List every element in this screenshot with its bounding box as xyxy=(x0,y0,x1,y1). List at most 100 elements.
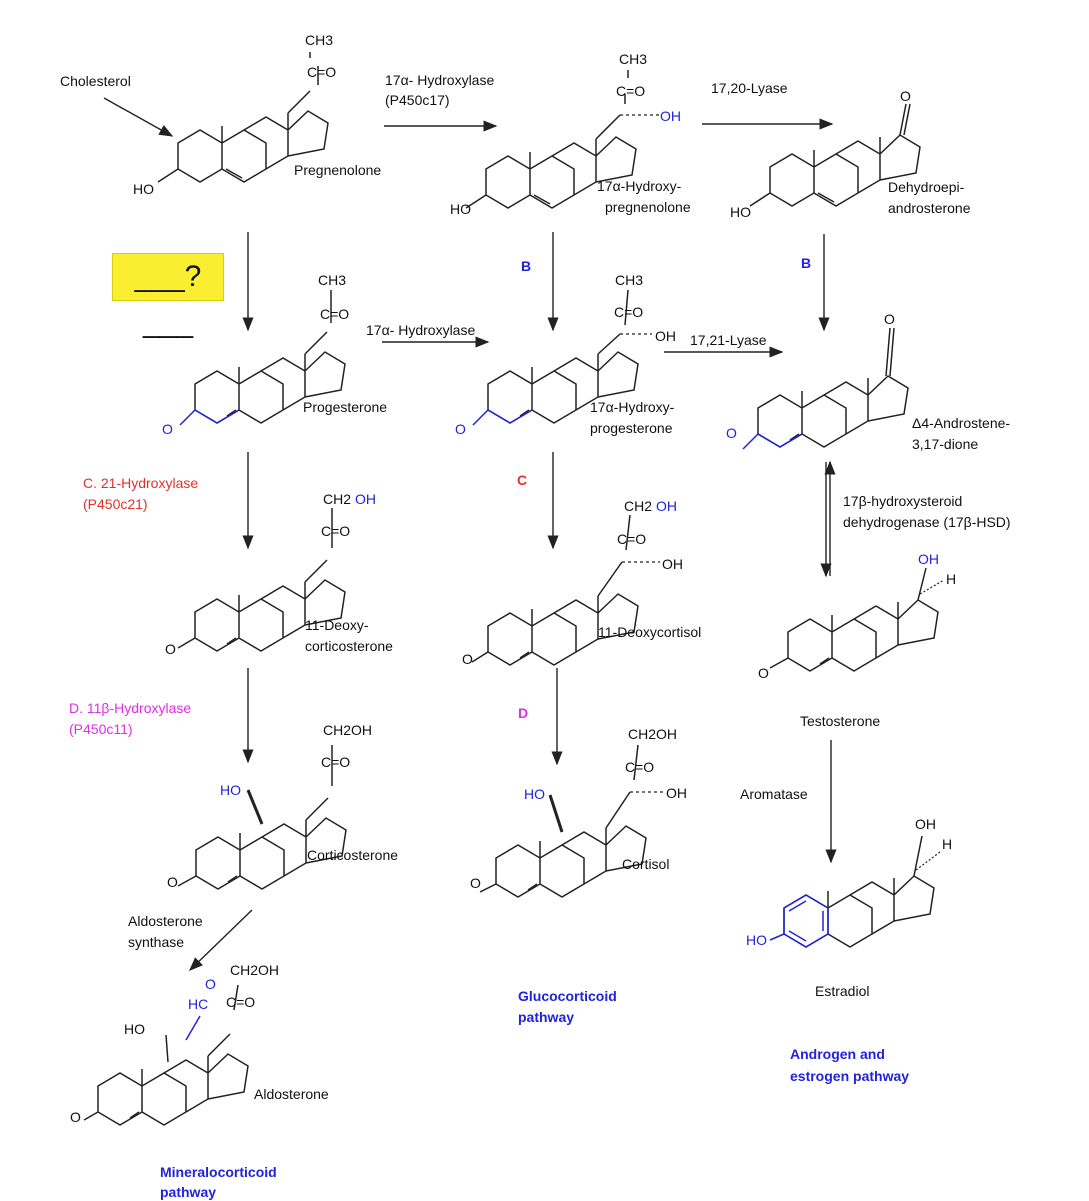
carbonyl-group: C=O xyxy=(307,64,337,80)
hydroxypregnenolone-structure xyxy=(465,70,660,209)
pregnenolone-label: Pregnenolone xyxy=(294,162,382,178)
enzyme-17-21-lyase: 17,21-Lyase xyxy=(690,332,767,348)
enzyme-aldosterone-synthase-1: Aldosterone xyxy=(128,913,203,929)
enzyme-17b-hsd-2: dehydrogenase (17β-HSD) xyxy=(843,514,1011,530)
hydroxyprogesterone-label-1: 17α-Hydroxy- xyxy=(590,399,675,415)
cortisol-structure xyxy=(479,744,664,898)
enzyme-c-label: C xyxy=(517,472,528,488)
estradiol-label: Estradiol xyxy=(815,983,870,999)
hydroxyprogesterone-label-2: progesterone xyxy=(590,420,673,436)
mineralocorticoid-pathway-label-2: pathway xyxy=(160,1184,217,1200)
corticosterone-structure xyxy=(177,745,347,890)
hydroxypregnenolone-label-1: 17α-Hydroxy- xyxy=(597,178,682,194)
ch2-group: CH2 xyxy=(624,498,653,514)
ketone-oxygen: O xyxy=(165,641,176,657)
mineralocorticoid-pathway-label-1: Mineralocorticoid xyxy=(160,1164,277,1180)
hydroxyprogesterone-structure xyxy=(472,289,652,426)
carbonyl-group: C=O xyxy=(320,306,350,322)
testosterone-label: Testosterone xyxy=(800,713,881,729)
ch2-group: CH2 xyxy=(323,491,352,507)
aldehyde-group: HC xyxy=(188,996,209,1012)
aldosterone-structure xyxy=(83,984,249,1126)
enzyme-p450c21: (P450c21) xyxy=(83,496,148,512)
hydroxyl-group: HO xyxy=(746,932,767,948)
ketone-oxygen: O xyxy=(884,311,895,327)
deoxycorticosterone-label-1: 11-Deoxy- xyxy=(305,617,369,633)
ketone-oxygen: O xyxy=(162,421,173,437)
estradiol-structure xyxy=(769,835,941,948)
hydroxyl-group: OH xyxy=(660,108,681,124)
testosterone-structure xyxy=(769,567,945,672)
aldehyde-oxygen: O xyxy=(205,976,216,992)
carbonyl-group: C=O xyxy=(617,531,647,547)
ketone-oxygen: O xyxy=(900,88,911,104)
enzyme-c-21-hydroxylase: C. 21-Hydroxylase xyxy=(83,475,199,491)
hydroxyl-group: OH xyxy=(355,491,376,507)
hydrogen-atom: H xyxy=(942,836,953,852)
androstenedione-label-2: 3,17-dione xyxy=(912,436,979,452)
hydroxyl-group: OH xyxy=(656,498,677,514)
ch3-group: CH3 xyxy=(318,272,347,288)
hydroxyl-group: OH xyxy=(918,551,939,567)
hydroxyl-group: OH xyxy=(662,556,683,572)
carbonyl-group: C=O xyxy=(321,754,351,770)
androstenedione-label-1: Δ4-Androstene- xyxy=(912,415,1011,431)
enzyme-17-20-lyase: 17,20-Lyase xyxy=(711,80,788,96)
carbonyl-group: C=O xyxy=(226,994,256,1010)
carbonyl-group: C=O xyxy=(614,304,644,320)
corticosterone-label: Corticosterone xyxy=(307,847,399,863)
hydroxyl-group: OH xyxy=(915,816,936,832)
hydroxypregnenolone-label-2: pregnenolone xyxy=(605,199,691,215)
enzyme-aldosterone-synthase-2: synthase xyxy=(128,934,185,950)
hydroxyl-group: HO xyxy=(450,201,471,217)
enzyme-17b-hsd-1: 17β-hydroxysteroid xyxy=(843,493,963,509)
enzyme-d-label: D xyxy=(518,705,529,721)
enzyme-aromatase: Aromatase xyxy=(740,786,808,802)
reaction-arrows xyxy=(103,97,837,971)
aldosterone-label: Aldosterone xyxy=(254,1086,329,1102)
enzyme-b-label: B xyxy=(801,255,812,271)
enzyme-17a-hydroxylase-1: 17α- Hydroxylase xyxy=(385,72,495,88)
dhea-label-1: Dehydroepi- xyxy=(888,179,965,195)
enzyme-b-label: B xyxy=(521,258,532,274)
cortisol-label: Cortisol xyxy=(622,856,670,872)
ch3-group: CH3 xyxy=(615,272,644,288)
hydroxyl-group: HO xyxy=(133,181,154,197)
ch3-group: CH3 xyxy=(619,51,648,67)
hydroxyl-group: HO xyxy=(524,786,545,802)
hydroxyl-group: OH xyxy=(655,328,676,344)
hydroxyl-group: OH xyxy=(666,785,687,801)
unknown-enzyme-box: ___?___ xyxy=(112,253,224,339)
hydroxyl-group: HO xyxy=(220,782,241,798)
ketone-oxygen: O xyxy=(70,1109,81,1125)
ch2oh-group: CH2OH xyxy=(628,726,678,742)
progesterone-label: Progesterone xyxy=(303,399,388,415)
androgen-pathway-label-2: estrogen pathway xyxy=(790,1068,910,1084)
progesterone-structure xyxy=(179,290,346,426)
ch3-group: CH3 xyxy=(305,32,334,48)
deoxycorticosterone-label-2: corticosterone xyxy=(305,638,393,654)
deoxycortisol-structure xyxy=(471,514,660,666)
carbonyl-group: C=O xyxy=(625,759,655,775)
deoxycortisol-label: 11-Deoxycortisol xyxy=(598,624,702,640)
ketone-oxygen: O xyxy=(167,874,178,890)
dhea-label-2: androsterone xyxy=(888,200,971,216)
ketone-oxygen: O xyxy=(470,875,481,891)
androgen-pathway-label-1: Androgen and xyxy=(790,1046,885,1062)
enzyme-p450c17: (P450c17) xyxy=(385,92,450,108)
androstenedione-structure xyxy=(742,327,909,450)
deoxycorticosterone-structure xyxy=(177,508,346,652)
carbonyl-group: C=O xyxy=(321,523,351,539)
dhea-structure xyxy=(749,103,921,207)
ketone-oxygen: O xyxy=(758,665,769,681)
ketone-oxygen: O xyxy=(455,421,466,437)
enzyme-p450c11: (P450c11) xyxy=(69,721,133,737)
enzyme-d-11b-hydroxylase: D. 11β-Hydroxylase xyxy=(69,700,192,716)
hydroxyl-group: HO xyxy=(730,204,751,220)
ketone-oxygen: O xyxy=(462,651,473,667)
glucocorticoid-pathway-label-1: Glucocorticoid xyxy=(518,988,617,1004)
ch2oh-group: CH2OH xyxy=(323,722,373,738)
pregnenolone-structure xyxy=(157,52,329,183)
